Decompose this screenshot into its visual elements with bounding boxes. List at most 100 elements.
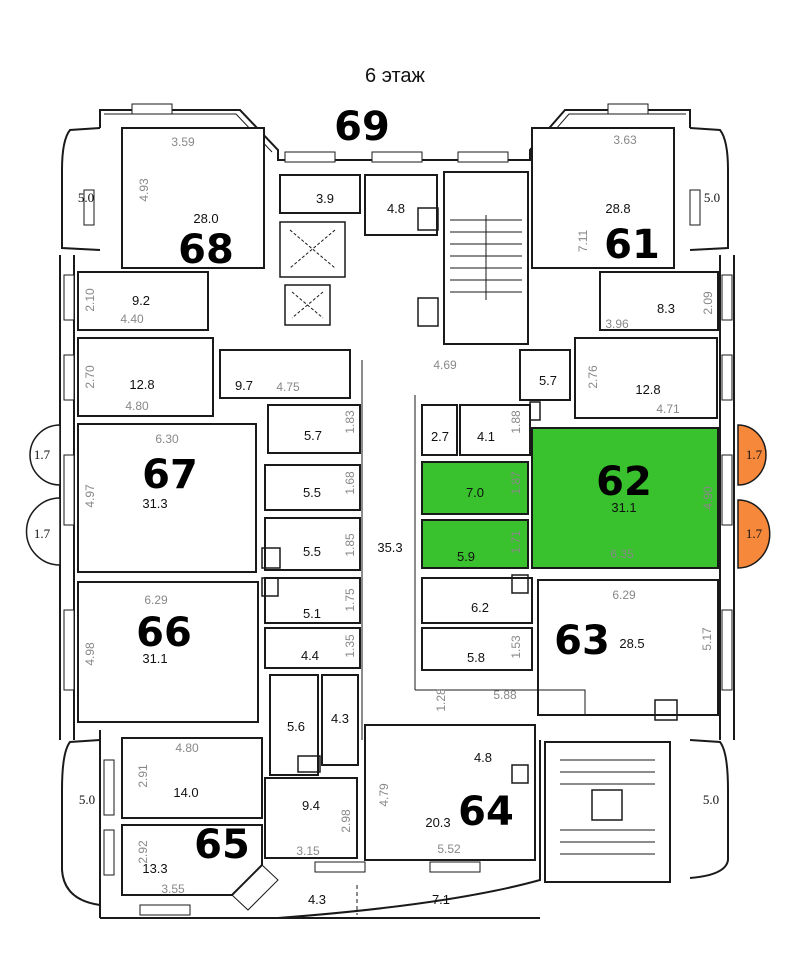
dim-label: 2.10 (83, 288, 97, 312)
room-61-small (599, 271, 719, 331)
dim-label: 4.93 (137, 178, 151, 202)
dim-label: 7.11 (576, 229, 590, 252)
apt-number-63: 63 (554, 618, 610, 664)
area-label: 5.1 (303, 606, 321, 621)
area-label: 9.2 (132, 293, 150, 308)
area-label: 3.9 (316, 191, 334, 206)
outside-label: 1.7 (34, 526, 51, 541)
area-label: 8.3 (657, 301, 675, 316)
dim-label: 1.35 (343, 634, 357, 658)
area-label: 6.2 (471, 600, 489, 615)
apt-number-61: 61 (604, 222, 660, 268)
room-65-top (121, 737, 263, 819)
dim-label: 2.92 (136, 840, 150, 864)
room-3-9 (279, 174, 361, 214)
dim-label: 6.29 (612, 588, 636, 602)
apt-number-65: 65 (194, 822, 250, 868)
apt-number-66: 66 (136, 610, 192, 656)
room-68-living (121, 127, 265, 269)
dim-label: 1.83 (343, 410, 357, 434)
dim-label: 6.29 (144, 593, 168, 607)
stair-core-north (443, 171, 529, 345)
room-6-2 (421, 577, 533, 624)
dim-label: 1.28 (434, 688, 448, 712)
apartment-62-highlight (421, 427, 719, 569)
outside-label: 5.0 (703, 792, 719, 807)
room-12-8-left (77, 337, 214, 417)
dim-label: 3.59 (171, 135, 195, 149)
area-label: 4.3 (308, 892, 326, 907)
area-label: 5.6 (287, 719, 305, 734)
room-7-0 (421, 461, 529, 515)
elevator-shafts (279, 221, 346, 326)
stair-core-south (544, 741, 671, 883)
room-68-small (77, 271, 209, 331)
area-label: 5.7 (539, 373, 557, 388)
area-label: 14.0 (173, 785, 198, 800)
dim-label: 2.70 (83, 365, 97, 389)
area-label: 9.7 (235, 378, 253, 393)
apt-number-68: 68 (178, 227, 234, 273)
fixtures (231, 207, 718, 915)
outside-label: 1.7 (34, 447, 51, 462)
room-4-1 (459, 404, 531, 456)
dim-label: 1.53 (509, 635, 523, 659)
dim-label: 5.17 (700, 627, 714, 651)
room-4-8 (364, 174, 438, 236)
room-67-living (77, 423, 257, 573)
room-12-8-right (574, 337, 718, 419)
room-2-7 (421, 404, 458, 456)
bay-left-1 (29, 424, 61, 486)
area-label: 13.3 (142, 861, 167, 876)
dim-label: 2.98 (339, 809, 353, 833)
room-5-9 (421, 519, 529, 569)
bay-right-2 (737, 499, 771, 569)
area-label: 31.3 (142, 496, 167, 511)
dim-label: 3.96 (605, 317, 629, 331)
area-label: 31.1 (142, 651, 167, 666)
dim-label: 6.30 (155, 432, 179, 446)
room-areas: 28.0 3.9 4.8 9.2 28.8 8.3 12.8 9.7 31.3 … (129, 191, 675, 907)
dim-label: 4.80 (175, 741, 199, 755)
dim-label: 6.35 (610, 547, 634, 561)
apt-number-67: 67 (142, 452, 198, 498)
area-label: 4.1 (477, 429, 495, 444)
area-label: 7.0 (466, 485, 484, 500)
dimension-labels-vertical: 4.93 7.11 2.10 2.09 2.70 2.76 1.83 1.88 … (83, 178, 715, 864)
apt-number-62: 62 (596, 459, 652, 505)
room-5-7-right (519, 349, 571, 401)
outside-label: 1.7 (746, 526, 763, 541)
room-5-6 (269, 674, 319, 776)
dim-label: 2.91 (136, 764, 150, 788)
area-label: 12.8 (129, 377, 154, 392)
area-label: 5.5 (303, 544, 321, 559)
outside-labels: 5.0 5.0 1.7 1.7 1.7 1.7 5.0 5.0 (34, 190, 763, 807)
apt-number-69: 69 (334, 104, 390, 150)
bay-windows (25, 424, 771, 569)
dim-label: 1.85 (343, 533, 357, 557)
dim-label: 3.63 (613, 133, 637, 147)
area-label: 4.3 (331, 711, 349, 726)
room-66-living (77, 581, 259, 723)
area-label: 5.7 (304, 428, 322, 443)
dim-label: 4.40 (120, 312, 144, 326)
outside-label: 5.0 (79, 792, 95, 807)
dim-label: 4.79 (377, 783, 391, 807)
room-5-7-left (267, 404, 361, 454)
dim-label: 1.75 (343, 588, 357, 612)
dim-label: 1.88 (509, 410, 523, 434)
room-4-3 (321, 674, 359, 766)
area-label: 31.1 (611, 500, 636, 515)
dim-label: 3.55 (161, 882, 185, 896)
dim-label: 1.71 (509, 530, 523, 554)
area-label: 20.3 (425, 815, 450, 830)
room-5-1 (264, 577, 361, 624)
dim-label: 2.09 (701, 291, 715, 315)
area-label: 28.5 (619, 636, 644, 651)
room-4-4 (264, 627, 361, 669)
room-5-5-a (264, 464, 361, 511)
dim-label: 4.90 (701, 486, 715, 510)
dim-label: 1.68 (343, 471, 357, 495)
dim-label: 4.97 (83, 484, 97, 508)
apt-number-64: 64 (458, 789, 514, 835)
